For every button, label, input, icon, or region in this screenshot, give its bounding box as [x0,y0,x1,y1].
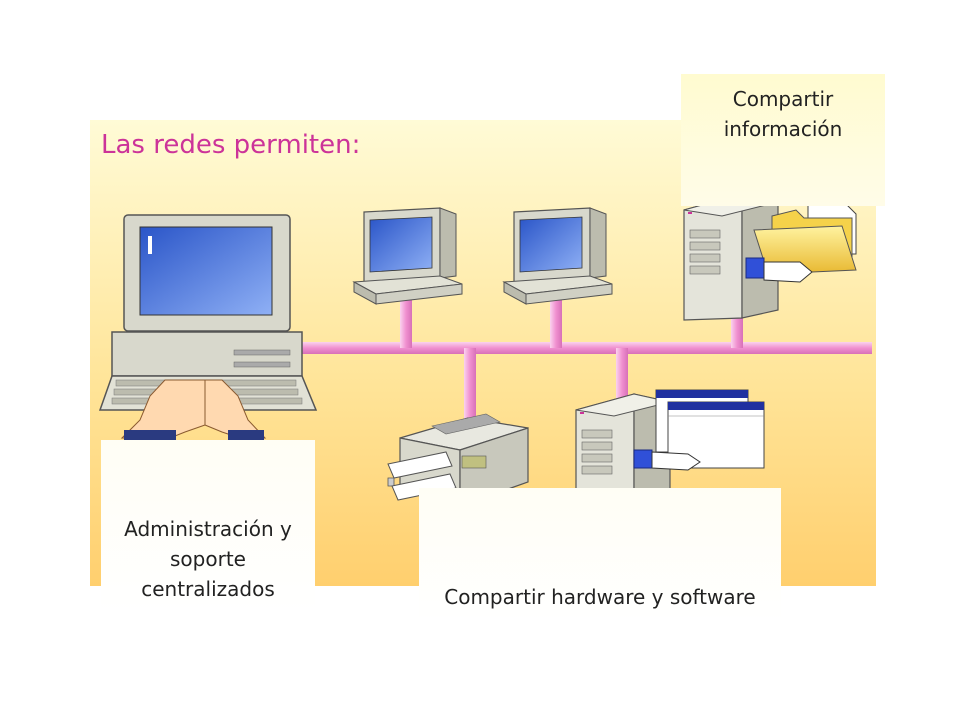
window-icon [655,389,765,469]
label-share-hardware-software-text: Compartir hardware y software [444,585,756,609]
label-administration: Administración y soporte centralizados [101,440,315,612]
hand-icon [633,449,701,471]
desktop-computer-icon [98,214,318,411]
hands-icon [120,379,267,440]
label-share-information: Compartir información [681,74,885,206]
network-cable [300,300,872,424]
diagram-title: Las redes permiten: [101,130,361,160]
hand-icon [745,257,813,283]
label-administration-text: Administración y soporte centralizados [124,517,292,601]
monitor-icon [502,207,613,305]
label-share-hardware-software: Compartir hardware y software [419,488,781,622]
monitor-icon [352,207,463,305]
label-share-information-text: Compartir información [723,87,843,141]
